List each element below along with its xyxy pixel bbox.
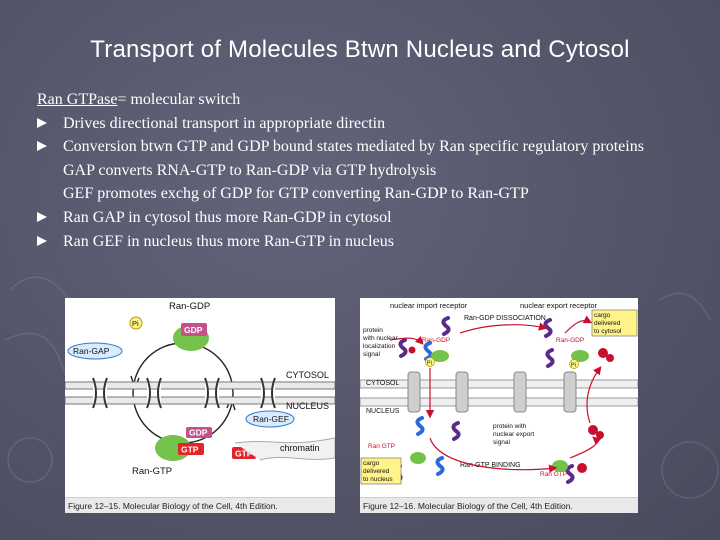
- figure-caption-left: Figure 12–15. Molecular Biology of the C…: [65, 497, 335, 513]
- nucleus-label: NUCLEUS: [286, 401, 329, 411]
- protein-nls-line: protein: [363, 327, 383, 334]
- binding-label: Ran-GTP BINDING: [460, 462, 521, 469]
- ran-gdp-right-label: Ran-GDP: [556, 337, 584, 344]
- bullet-item: Ran GEF in nucleus thus more Ran-GTP in …: [37, 230, 720, 254]
- chromatin-region: [234, 437, 335, 461]
- ran-gap-oval: [67, 342, 123, 360]
- protein-nls-line: signal: [363, 351, 381, 358]
- heading-line: Ran GTPase= molecular switch: [37, 88, 720, 112]
- ran-gtp-left-shape: [410, 452, 426, 464]
- protein-nes-line: signal: [493, 439, 511, 446]
- bullet-arrow-icon: [37, 141, 47, 152]
- sub-text: GAP converts RNA-GTP to Ran-GDP via GTP …: [63, 161, 437, 179]
- ran-cycle-figure: Ran-GDP GDP Pi Ran-GAP CYTOSOL NUCLEUS R…: [65, 298, 335, 513]
- heading-term: Ran GTPase: [37, 91, 118, 108]
- import-export-diagram: nuclear import receptor nuclear export r…: [360, 301, 638, 485]
- ran-gdp-top-label: Ran-GDP: [169, 301, 210, 312]
- bullet-item: Drives directional transport in appropri…: [37, 112, 720, 136]
- import-receptor-label: nuclear import receptor: [390, 301, 468, 310]
- gtp-box-bottom: [178, 443, 204, 455]
- sub-item: GEF promotes exchg of GDP for GTP conver…: [37, 182, 720, 206]
- nuclear-envelope-right: [360, 371, 638, 413]
- ran-gtp-right-label: Ran GTP: [540, 471, 567, 478]
- phosphate-label: Pi: [132, 319, 139, 328]
- gdp-bottom-label: GDP: [189, 428, 208, 438]
- nuclear-envelope: [65, 377, 335, 409]
- gdp-top-label: GDP: [184, 325, 203, 335]
- cargo-delivered-nucleus-box: cargo delivered to nucleus: [360, 457, 402, 485]
- phosphate-circle: [129, 316, 143, 330]
- protein-nls-line: with nuclear: [362, 335, 399, 342]
- protein-nls-line: localization: [363, 343, 396, 350]
- cytosol-label: CYTOSOL: [286, 370, 329, 380]
- ran-gtp-left-label: Ran GTP: [368, 443, 395, 450]
- dissociation-label: Ran-GDP DISSOCIATION: [464, 315, 546, 322]
- ran-gtp-label: Ran-GTP: [132, 466, 172, 477]
- phosphate-left-circle: [425, 357, 435, 367]
- ran-gdp-right-shape: [571, 350, 589, 362]
- phosphate-left-label: Pi: [427, 361, 432, 367]
- chromatin-label: chromatin: [280, 443, 320, 453]
- protein-nes-line: nuclear export: [493, 431, 534, 438]
- bullet-item: Ran GAP in cytosol thus more Ran-GDP in …: [37, 206, 720, 230]
- ran-gap-label: Ran-GAP: [73, 346, 110, 356]
- nucleus-right-label: NUCLEUS: [366, 408, 400, 415]
- bullet-text: Ran GEF in nucleus thus more Ran-GTP in …: [63, 232, 394, 250]
- flow-arrows: [389, 315, 602, 473]
- cargo-nucleus-line: delivered: [363, 468, 390, 475]
- gdp-box-bottom: [186, 427, 212, 438]
- phosphate-right-label: Pi: [571, 363, 576, 369]
- gdp-box-top: [181, 323, 207, 336]
- bullet-text: Drives directional transport in appropri…: [63, 114, 386, 132]
- import-export-figure: nuclear import receptor nuclear export r…: [360, 298, 638, 513]
- ran-gdp-left-shape: [431, 350, 449, 362]
- export-receptor-label: nuclear export receptor: [520, 301, 598, 310]
- cargo-delivered-cytosol-box: cargo delivered to cytosol: [591, 309, 638, 337]
- protein-nes-line: protein with: [493, 423, 527, 430]
- sub-item: GAP converts RNA-GTP to Ran-GDP via GTP …: [37, 159, 720, 183]
- import-receptor-shapes: [415, 341, 445, 476]
- bullet-item: Conversion btwn GTP and GDP bound states…: [37, 135, 720, 159]
- cargo-blobs: [408, 346, 614, 473]
- ran-gef-oval: [245, 410, 295, 428]
- cargo-cytosol-line: to cytosol: [594, 328, 622, 335]
- ran-cycle-diagram: Ran-GDP GDP Pi Ran-GAP CYTOSOL NUCLEUS R…: [65, 301, 335, 477]
- cytosol-right-label: CYTOSOL: [366, 380, 399, 387]
- bullet-arrow-icon: [37, 235, 47, 246]
- ran-gdp-left-label: Ran-GDP: [422, 337, 450, 344]
- bullet-arrow-icon: [37, 117, 47, 128]
- phosphate-right-circle: [569, 359, 579, 369]
- sub-text: GEF promotes exchg of GDP for GTP conver…: [63, 185, 529, 203]
- bullet-arrow-icon: [37, 211, 47, 222]
- bullet-text: Ran GAP in cytosol thus more Ran-GDP in …: [63, 208, 392, 226]
- gtp-right-label: GTP: [235, 449, 253, 459]
- ran-gtp-right-shape: [552, 460, 568, 472]
- cargo-nucleus-line: to nucleus: [363, 476, 393, 483]
- protein-nes-label: protein with nuclear export signal: [493, 423, 534, 446]
- cargo-cytosol-line: cargo: [594, 312, 611, 319]
- cargo-nucleus-line: cargo: [363, 460, 380, 467]
- cargo-cytosol-line: delivered: [594, 320, 621, 327]
- slide-body: Ran GTPase= molecular switch Drives dire…: [37, 88, 720, 253]
- protein-nls-label: protein with nuclear localization signal: [362, 327, 399, 358]
- gtp-bottom-label: GTP: [181, 445, 199, 455]
- heading-rest: = molecular switch: [117, 91, 241, 108]
- ran-gef-label: Ran-GEF: [253, 414, 289, 424]
- figure-caption-right: Figure 12–16. Molecular Biology of the C…: [360, 497, 638, 513]
- bullet-text: Conversion btwn GTP and GDP bound states…: [63, 138, 644, 156]
- slide-title: Transport of Molecules Btwn Nucleus and …: [90, 36, 630, 63]
